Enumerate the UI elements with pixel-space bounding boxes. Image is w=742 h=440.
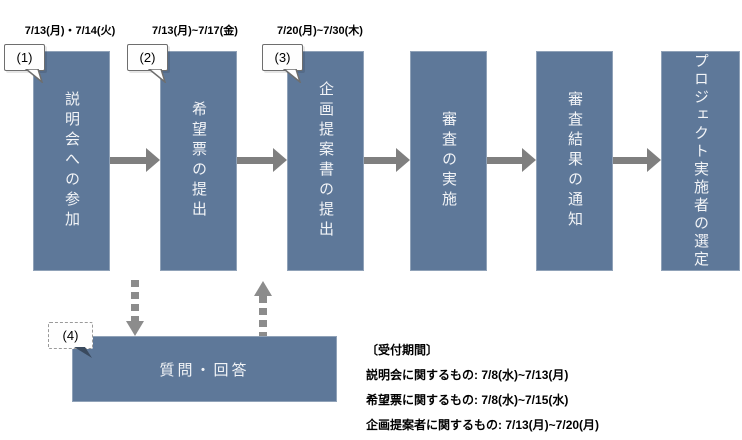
step-box-proposal-submission: 企画提案書の提出	[287, 51, 364, 271]
note-line: 希望票に関するもの: 7/8(水)~7/15(水)	[366, 393, 569, 407]
callout-1: (1)	[4, 44, 45, 83]
step-box-selection: プロジェクト実施者の選定	[661, 51, 740, 271]
note-line: 説明会に関するもの: 7/8(水)~7/13(月)	[366, 368, 569, 382]
dashed-arrow-up-icon	[254, 281, 272, 337]
step-label: 審査結果の通知	[566, 91, 583, 231]
step-box-wish-ticket: 希望票の提出	[160, 51, 237, 271]
flow-arrow-icon	[110, 148, 160, 172]
step-label: 審査の実施	[440, 111, 457, 211]
callout-number: (2)	[139, 50, 156, 65]
qa-box-label: 質問・回答	[159, 361, 250, 379]
callout-tail-icon	[282, 69, 302, 83]
flow-arrow-icon	[487, 148, 536, 172]
callout-number: (4)	[62, 328, 79, 343]
step-label: 希望票の提出	[190, 101, 207, 221]
callout-tail-icon	[147, 69, 167, 83]
date-label-step1: 7/13(月)・7/14(火)	[24, 25, 116, 37]
reception-period-notes: 〔受付期間〕 説明会に関するもの: 7/8(水)~7/13(月) 希望票に関する…	[366, 338, 599, 438]
qa-box: 質問・回答	[72, 336, 337, 402]
note-line: 企画提案者に関するもの: 7/13(月)~7/20(月)	[366, 418, 600, 432]
callout-4: (4)	[48, 322, 93, 358]
callout-3: (3)	[262, 44, 303, 83]
step-box-briefing: 説明会への参加	[33, 51, 110, 271]
date-label-step2: 7/13(月)~7/17(金)	[152, 25, 238, 37]
callout-2: (2)	[127, 44, 168, 83]
step-box-screening: 審査の実施	[410, 51, 487, 271]
step-label: 説明会への参加	[63, 91, 80, 231]
callout-tail-icon	[24, 69, 44, 83]
dashed-arrow-down-icon	[126, 280, 144, 336]
notes-title: 〔受付期間〕	[366, 343, 439, 357]
step-box-result-notification: 審査結果の通知	[536, 51, 613, 271]
callout-number: (1)	[16, 50, 33, 65]
flow-arrow-icon	[613, 148, 661, 172]
date-label-step3: 7/20(月)~7/30(木)	[277, 25, 363, 37]
flow-arrow-icon	[364, 148, 410, 172]
callout-tail-icon	[74, 347, 92, 358]
callout-number: (3)	[274, 50, 291, 65]
step-label: プロジェクト実施者の選定	[692, 53, 709, 269]
flow-arrow-icon	[237, 148, 287, 172]
step-label: 企画提案書の提出	[317, 81, 334, 241]
